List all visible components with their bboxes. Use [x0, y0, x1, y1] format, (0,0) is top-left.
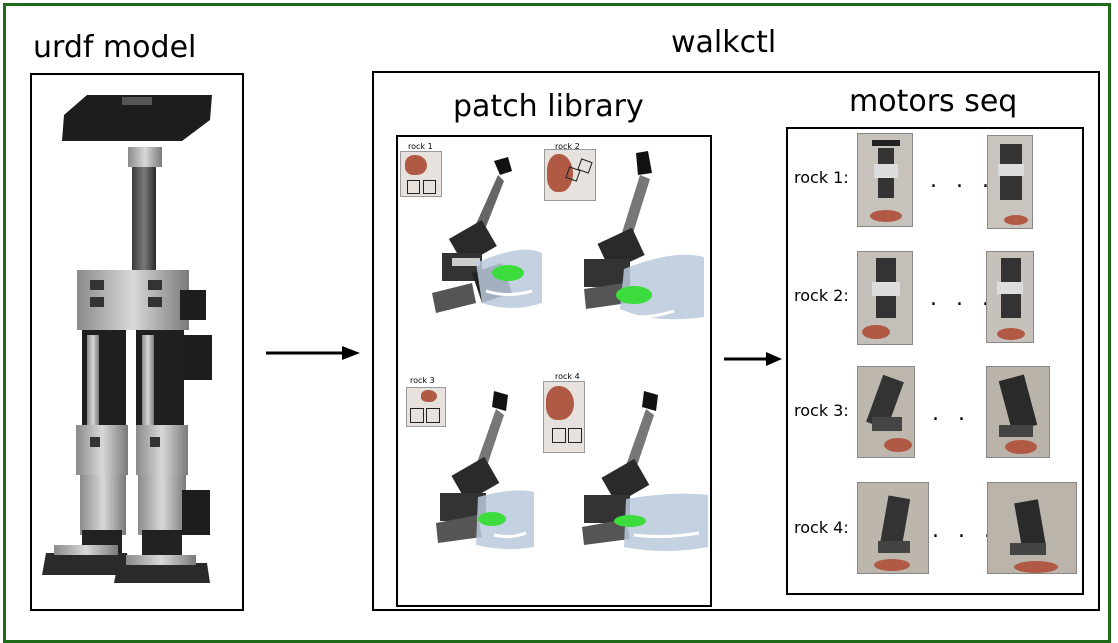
motor-row-label-rock-3: rock 3: — [794, 401, 849, 420]
motor-frame-start-rock-3 — [857, 366, 915, 458]
patch-photo-rock-1 — [400, 151, 442, 197]
patch-photo-rock-4 — [543, 381, 585, 453]
urdf-model-panel — [30, 73, 244, 611]
motor-frame-start-rock-1 — [857, 133, 913, 227]
urdf-model-title: urdf model — [33, 30, 197, 65]
motor-frame-end-rock-3 — [986, 366, 1050, 458]
patch-label-rock-4: rock 4 — [555, 372, 580, 381]
patch-label-rock-1: rock 1 — [408, 142, 433, 151]
motor-row-label-rock-2: rock 2: — [794, 286, 849, 305]
arrow-urdf-to-walkctl — [266, 346, 360, 360]
motor-row-dots-rock-2: . . . — [930, 286, 995, 311]
arrow-patch-to-motors — [724, 352, 782, 366]
motor-row-dots-rock-3: . . . — [932, 401, 997, 426]
patch-photo-rock-2 — [544, 149, 596, 201]
patch-robot-rock-2 — [584, 151, 704, 320]
motor-frame-start-rock-4 — [857, 482, 929, 574]
motor-frame-start-rock-2 — [857, 251, 913, 345]
motor-row-dots-rock-1: . . . — [930, 168, 995, 193]
patch-photo-rock-3 — [406, 387, 446, 427]
robot-model-render — [42, 95, 212, 583]
walkctl-title: walkctl — [671, 25, 777, 60]
patch-robot-rock-3 — [436, 391, 534, 550]
motors-seq-title: motors seq — [849, 84, 1018, 119]
patch-robot-rock-1 — [432, 157, 542, 313]
motor-row-dots-rock-4: . . . — [932, 518, 997, 543]
patch-library-title: patch library — [453, 89, 644, 124]
motor-row-label-rock-4: rock 4: — [794, 518, 849, 537]
motor-frame-end-rock-2 — [986, 251, 1034, 343]
patch-label-rock-3: rock 3 — [410, 376, 435, 385]
patch-label-rock-2: rock 2 — [555, 142, 580, 151]
motor-frame-end-rock-1 — [987, 135, 1033, 229]
patch-library-panel: rock 1 rock 2 rock 3 — [396, 135, 712, 607]
motor-frame-end-rock-4 — [987, 482, 1077, 574]
patch-robot-rock-4 — [582, 391, 708, 551]
motor-row-label-rock-1: rock 1: — [794, 168, 849, 187]
